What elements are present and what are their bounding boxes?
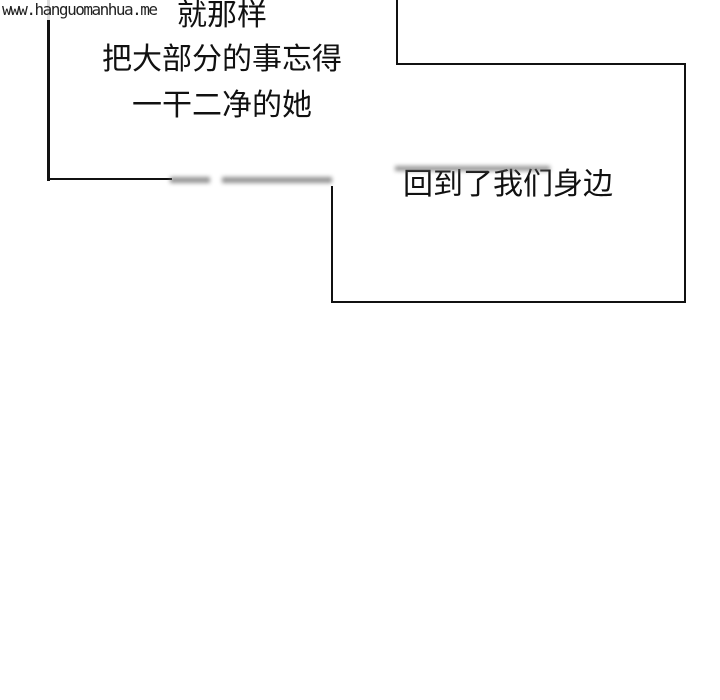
box-right-lower-left — [331, 186, 333, 303]
blurred-text-smudge — [395, 166, 550, 171]
caption-line-1: 就那样 — [177, 0, 267, 33]
box-right-right — [684, 63, 686, 303]
caption-right-line: 回到了我们身边 — [403, 167, 613, 202]
blurred-text-smudge — [170, 177, 210, 183]
caption-line-3: 一干二净的她 — [132, 88, 312, 123]
box-right-upper-left — [396, 0, 398, 65]
box-left-bottom — [47, 178, 172, 180]
blurred-text-smudge — [222, 177, 332, 183]
box-right-top — [396, 63, 686, 65]
watermark: www.hanguomanhua.me — [0, 0, 159, 20]
box-right-bottom — [331, 301, 686, 303]
caption-line-2: 把大部分的事忘得 — [102, 42, 342, 77]
box-left-border — [47, 0, 50, 181]
